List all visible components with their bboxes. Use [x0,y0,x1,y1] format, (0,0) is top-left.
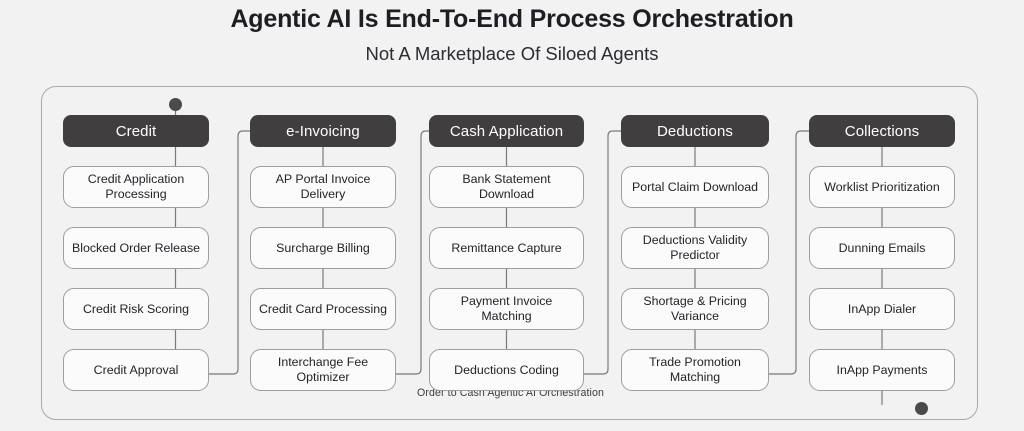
stage-column-credit: Credit Credit Application Processing Blo… [63,115,209,391]
process-card[interactable]: InApp Payments [809,349,955,391]
stage-column-cash-application: Cash Application Bank Statement Download… [429,115,584,391]
stage-header-deductions[interactable]: Deductions [621,115,769,147]
process-card-label: Bank Statement Download [462,172,551,201]
connector-col2-to-col3 [396,130,429,375]
stage-column-collections: Collections Worklist Prioritization Dunn… [809,115,955,391]
process-card-label: Shortage & Pricing Variance [643,294,747,323]
process-card[interactable]: Remittance Capture [429,227,584,269]
process-card[interactable]: AP Portal Invoice Delivery [250,166,396,208]
process-card[interactable]: Dunning Emails [809,227,955,269]
process-card-label: Credit Risk Scoring [82,301,190,316]
process-card[interactable]: Blocked Order Release [63,227,209,269]
process-card[interactable]: Trade Promotion Matching [621,349,769,391]
connector-col1-to-col2 [209,130,250,375]
connector-layer [174,104,883,405]
connector-col3-to-col4 [584,130,621,375]
process-card-label: Credit Application Processing [87,172,185,201]
page-title: Agentic AI Is End-To-End Process Orchest… [230,5,794,33]
process-card-label: AP Portal Invoice Delivery [275,172,371,201]
process-card[interactable]: Worklist Prioritization [809,166,955,208]
process-card-label: Deductions Coding [454,362,559,377]
process-card-label: Trade Promotion Matching [649,355,741,384]
page-subtitle: Not A Marketplace Of Siloed Agents [365,43,659,64]
process-card-label: Surcharge Billing [276,240,370,255]
orchestration-diagram-container: Credit Credit Application Processing Blo… [41,86,978,420]
process-card-label: Remittance Capture [451,240,562,255]
process-card[interactable]: Credit Card Processing [250,288,396,330]
process-card-label: Deductions Validity Predictor [642,233,748,262]
process-card-label: InApp Dialer [847,301,917,316]
process-card-label: Credit Card Processing [258,301,388,316]
stage-column-e-invoicing: e-Invoicing AP Portal Invoice Delivery S… [250,115,396,391]
connector-col4-to-col5 [769,130,809,375]
process-card[interactable]: Deductions Coding [429,349,584,391]
process-card[interactable]: Portal Claim Download [621,166,769,208]
process-card[interactable]: Credit Risk Scoring [63,288,209,330]
process-card-label: Dunning Emails [838,240,926,255]
stage-header-e-invoicing[interactable]: e-Invoicing [250,115,396,147]
process-card[interactable]: Interchange Fee Optimizer [250,349,396,391]
start-dot-icon [169,98,182,111]
process-card[interactable]: Bank Statement Download [429,166,584,208]
process-card[interactable]: Deductions Validity Predictor [621,227,769,269]
process-card[interactable]: Surcharge Billing [250,227,396,269]
process-card[interactable]: Shortage & Pricing Variance [621,288,769,330]
process-card-label: Credit Approval [93,362,179,377]
end-dot-icon [915,402,928,415]
stage-header-credit[interactable]: Credit [63,115,209,147]
process-card[interactable]: Credit Approval [63,349,209,391]
stage-header-cash-application[interactable]: Cash Application [429,115,584,147]
process-card-label: Interchange Fee Optimizer [277,355,369,384]
process-card-label: Payment Invoice Matching [460,294,553,323]
process-card-label: Portal Claim Download [631,179,759,194]
stage-column-deductions: Deductions Portal Claim Download Deducti… [621,115,769,391]
process-card-label: Blocked Order Release [71,240,201,255]
process-card-label: InApp Payments [836,362,928,377]
heading-block: Agentic AI Is End-To-End Process Orchest… [0,0,1024,65]
process-card[interactable]: InApp Dialer [809,288,955,330]
stage-header-collections[interactable]: Collections [809,115,955,147]
process-card[interactable]: Payment Invoice Matching [429,288,584,330]
process-card[interactable]: Credit Application Processing [63,166,209,208]
process-card-label: Worklist Prioritization [824,179,940,194]
